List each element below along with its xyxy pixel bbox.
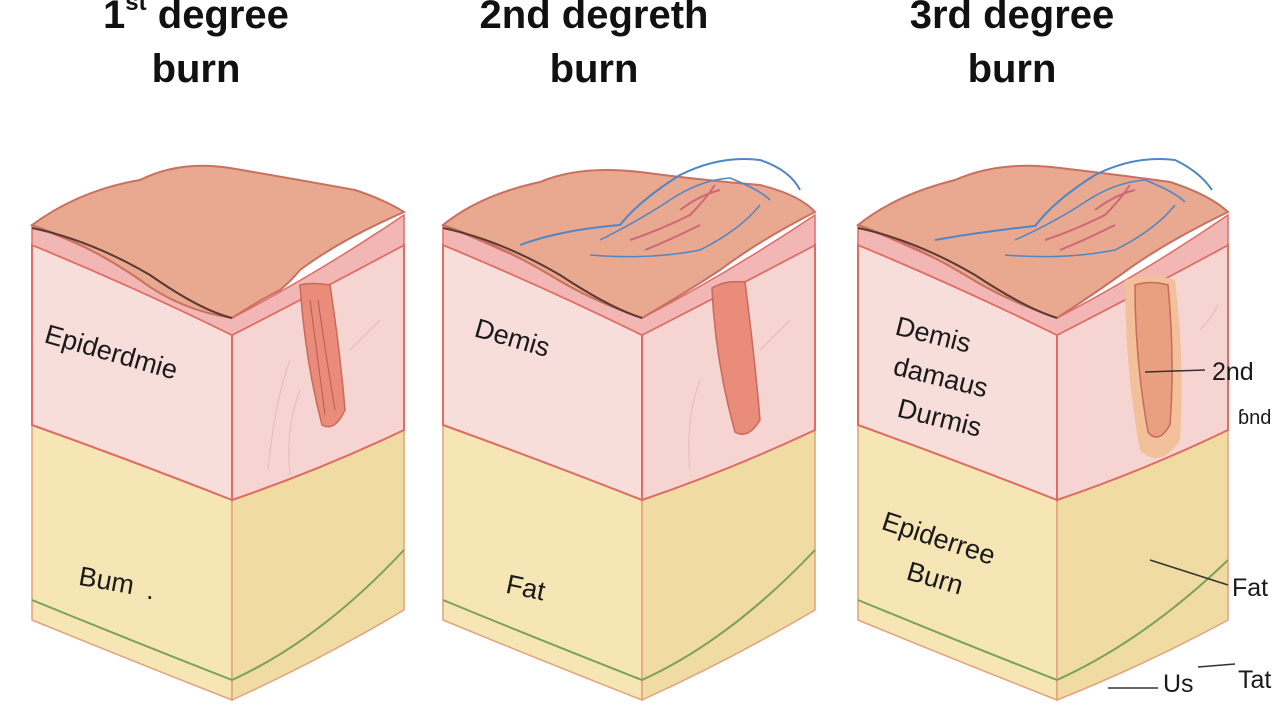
- leader-tat: [1197, 663, 1236, 668]
- title-first-line2: burn: [151, 47, 241, 91]
- callout-fat: Fat: [1232, 574, 1269, 602]
- block-second-degree: [440, 158, 817, 702]
- block2-fat-line: [442, 549, 816, 682]
- block1-fat-line: [31, 549, 405, 682]
- block3-surface-edge: [857, 227, 1058, 319]
- block2-wound: [711, 280, 761, 435]
- block2-surface-edge: [442, 227, 643, 319]
- callout-tat: Tat: [1238, 666, 1272, 694]
- title-second-degree: 2nd degreth burn: [414, 0, 774, 96]
- callout-2nd-b: ɓnd: [1238, 407, 1272, 429]
- block2-red-vessels: [629, 184, 721, 251]
- block3-red-vessels: [1044, 184, 1136, 251]
- title-first-line1: 1st degree: [16, 0, 376, 42]
- block-third-degree: [855, 158, 1236, 702]
- title-third-degree: 3rd degree burn: [832, 0, 1192, 96]
- block2-top-surface: [440, 168, 817, 320]
- label-block1-dot: .: [146, 575, 154, 605]
- block2-vessels: [688, 319, 791, 471]
- block1-wound: [299, 282, 346, 428]
- leader-2nd: [1144, 369, 1206, 373]
- title-third-line2: burn: [967, 47, 1057, 91]
- block3-top-surface: [855, 164, 1230, 320]
- title-second-line2: burn: [549, 47, 639, 91]
- block2-blister-outline: [519, 158, 801, 246]
- title-third-line1: 3rd degree: [909, 0, 1115, 37]
- block2-blister-inner: [589, 177, 771, 258]
- block1-vessels: [267, 319, 381, 476]
- block3-vessels: [1199, 304, 1219, 331]
- title-first-word: degree: [146, 0, 289, 37]
- block1-surface-edge: [31, 227, 233, 319]
- block3-wound: [1134, 281, 1173, 438]
- block1-wound-inner: [309, 299, 336, 416]
- title-first-superscript: st: [125, 0, 147, 16]
- block3-blister-outline: [934, 158, 1213, 241]
- callout-2nd: 2nd: [1212, 358, 1254, 386]
- block3-blister-inner: [1004, 179, 1186, 258]
- block-first-degree: [29, 164, 407, 702]
- block3-fat-line: [857, 559, 1229, 682]
- callout-us: Us: [1163, 670, 1194, 698]
- leader-fat: [1149, 559, 1229, 586]
- title-second-line1: 2nd degreth: [479, 0, 709, 37]
- title-first-degree: 1st degree burn: [16, 0, 376, 96]
- block1-top-surface: [29, 164, 407, 320]
- title-first-number: 1: [103, 0, 126, 37]
